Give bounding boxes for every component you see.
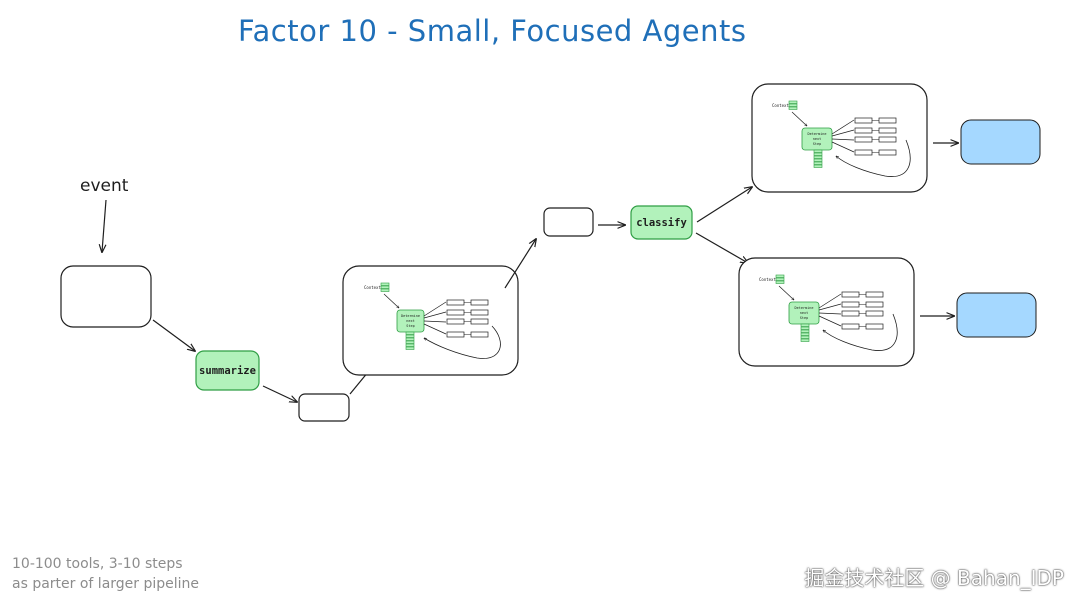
arrow-to-agent-1-output [504, 239, 536, 289]
svg-text:Step: Step [800, 316, 808, 320]
svg-text:Determine: Determine [401, 314, 420, 318]
agent-3-internals: Context Determine next Step [759, 274, 898, 351]
classify-label: classify [636, 217, 687, 229]
arrow-to-agent-2 [696, 187, 752, 223]
event-label: event [80, 176, 129, 196]
agent-1-internals: Context Determine next Step [364, 282, 501, 359]
svg-text:Context: Context [772, 103, 789, 108]
summarize-node [195, 350, 260, 391]
arrow-to-summarize [152, 319, 195, 351]
svg-text:Determine: Determine [795, 306, 814, 310]
note-line-1: 10-100 tools, 3-10 steps [12, 556, 183, 572]
summarize-label: summarize [199, 365, 256, 377]
output-box-3 [956, 292, 1037, 338]
agent-box-3 [738, 257, 915, 367]
agent-1-output-box [543, 207, 594, 237]
classify-node [630, 205, 693, 240]
svg-text:Step: Step [406, 324, 414, 328]
agent-box-1 [342, 265, 519, 376]
arrow-to-agent-3 [695, 232, 748, 263]
svg-text:Determine: Determine [808, 132, 827, 136]
svg-text:next: next [406, 319, 414, 323]
output-box-2 [960, 119, 1041, 165]
svg-text:Context: Context [759, 277, 776, 282]
svg-text:next: next [813, 137, 821, 141]
event-input-box [60, 265, 152, 328]
svg-text:Step: Step [813, 142, 821, 146]
event-arrow [102, 199, 107, 252]
diagram-title: Factor 10 - Small, Focused Agents [238, 14, 747, 48]
arrow-to-summary-output [262, 385, 297, 402]
summary-output-box [298, 393, 350, 422]
agent-2-internals: Context Determine next Step [772, 100, 911, 177]
svg-text:next: next [800, 311, 808, 315]
note-line-2: as parter of larger pipeline [12, 576, 200, 592]
watermark: 掘金技术社区 @ Bahan_IDP [804, 566, 1064, 590]
svg-text:Context: Context [364, 285, 381, 290]
agent-box-2 [751, 83, 928, 193]
